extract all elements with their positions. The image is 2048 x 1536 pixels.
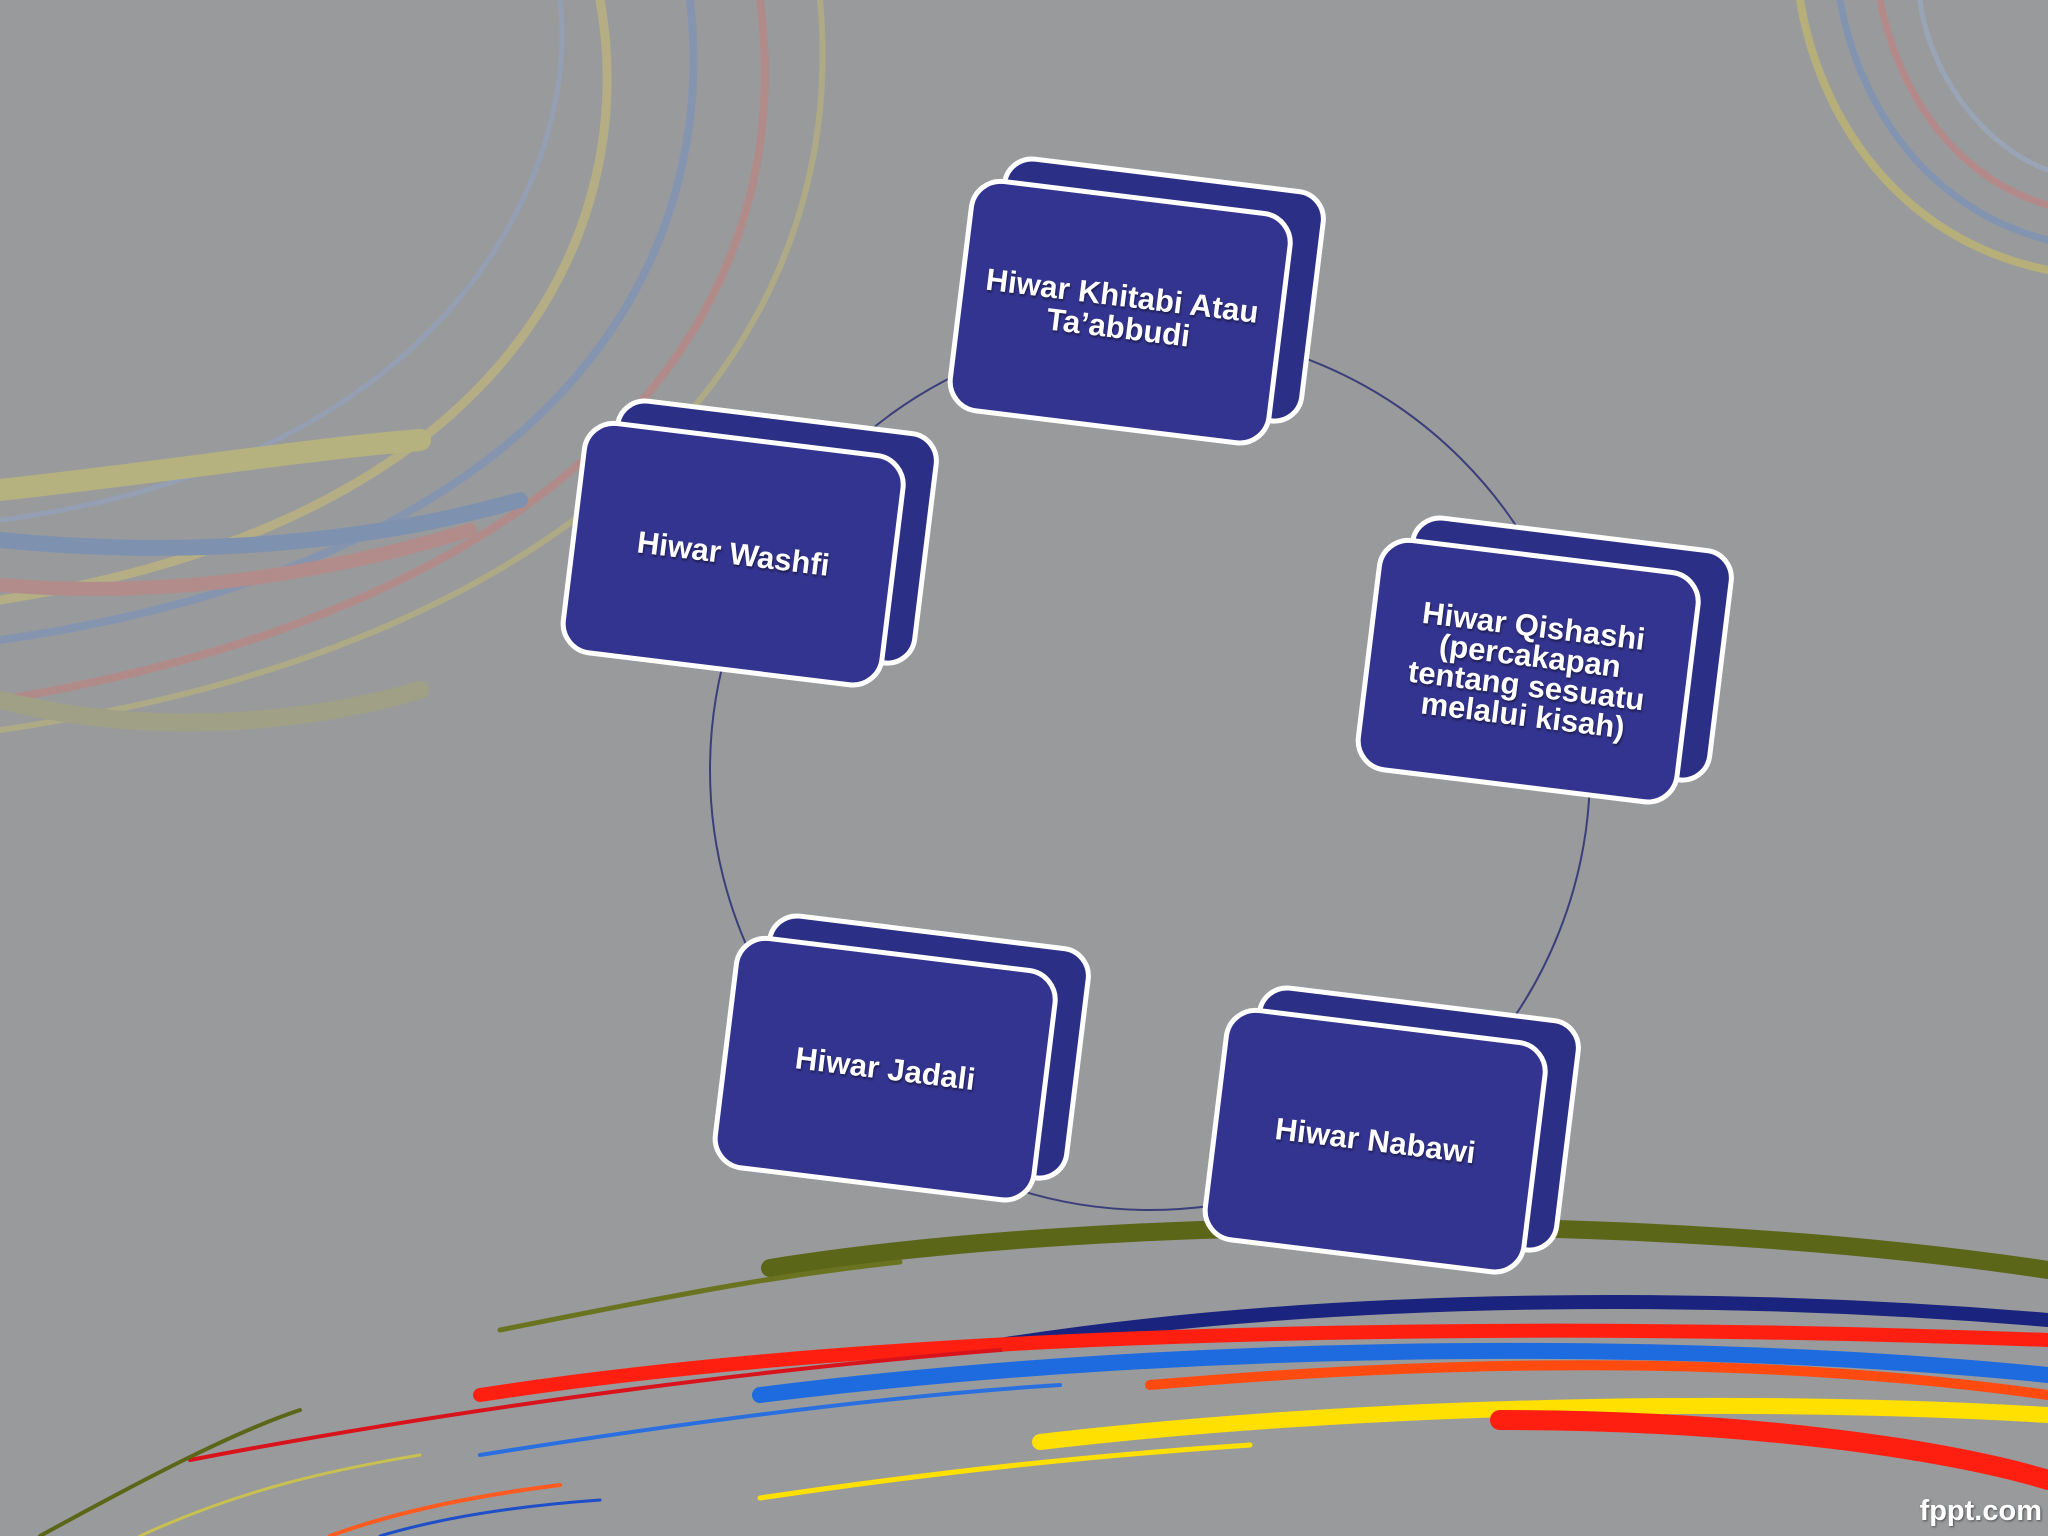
node-hiwar-nabawi: Hiwar Nabawi xyxy=(1195,982,1585,1316)
decorative-arcs-top-right xyxy=(1796,0,2048,274)
decorative-swooshes-bottom xyxy=(38,1217,2048,1536)
brand-watermark: fppt.com xyxy=(1919,1495,2042,1527)
node-label: Hiwar Washfi xyxy=(635,524,832,583)
node-label: Hiwar Nabawi xyxy=(1273,1111,1478,1171)
node-hiwar-washfi: Hiwar Washfi xyxy=(553,395,943,729)
node-box-face: Hiwar Jadali xyxy=(709,932,1062,1207)
node-hiwar-qishashi: Hiwar Qishashi (percakapan tentang sesua… xyxy=(1348,512,1738,846)
node-hiwar-khitabi: Hiwar Khitabi Atau Ta’abbudi xyxy=(940,153,1330,487)
node-label: Hiwar Jadali xyxy=(793,1040,978,1098)
node-box-face: Hiwar Qishashi (percakapan tentang sesua… xyxy=(1352,534,1705,809)
node-hiwar-jadali: Hiwar Jadali xyxy=(705,910,1095,1244)
node-box-face: Hiwar Khitabi Atau Ta’abbudi xyxy=(944,175,1297,450)
node-label: Hiwar Khitabi Atau Ta’abbudi xyxy=(983,261,1261,354)
node-label: Hiwar Qishashi (percakapan tentang sesua… xyxy=(1406,594,1648,746)
node-box-face: Hiwar Nabawi xyxy=(1199,1004,1552,1279)
node-box-face: Hiwar Washfi xyxy=(557,417,910,692)
